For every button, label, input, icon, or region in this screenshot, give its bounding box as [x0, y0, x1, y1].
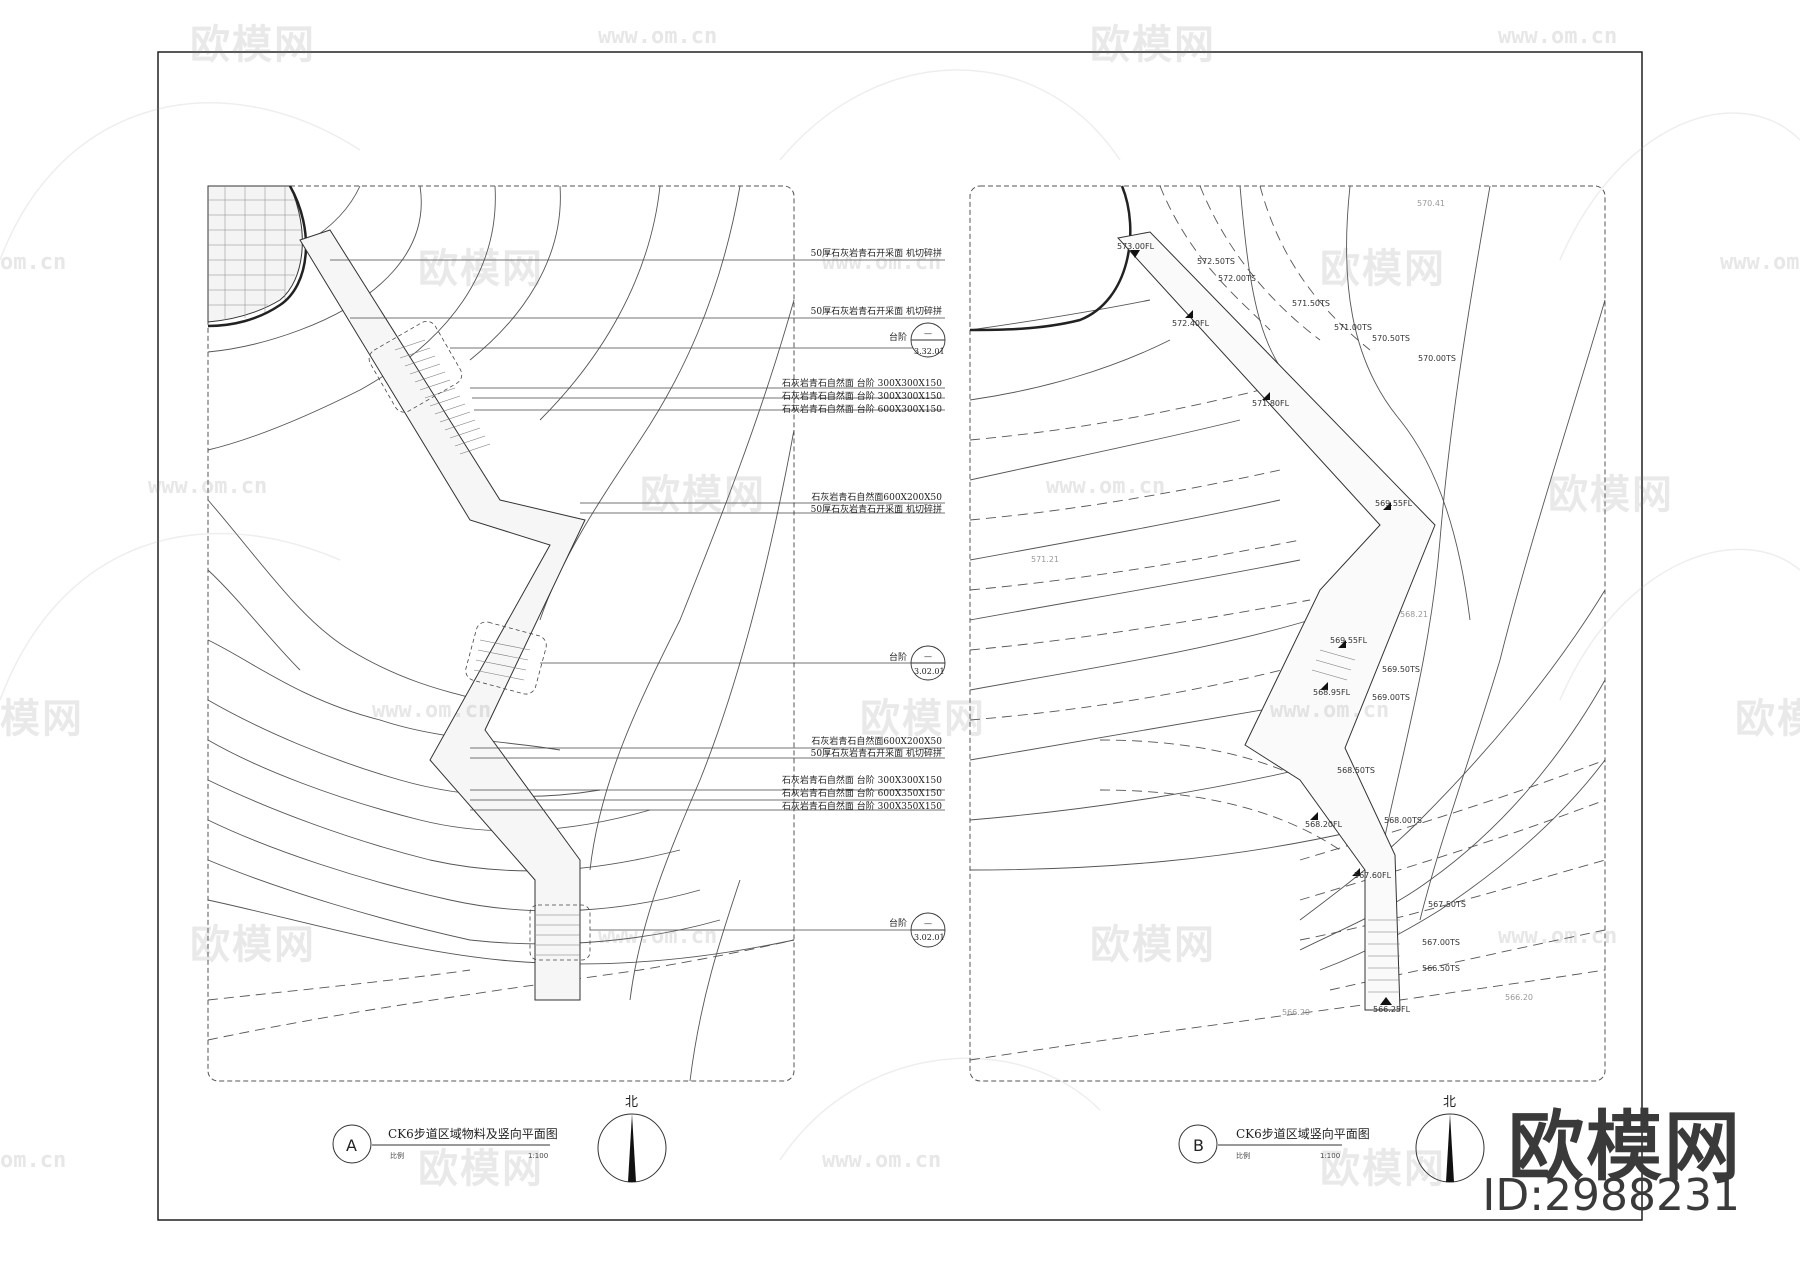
panel-a-boundary: [207, 185, 795, 1082]
panel-b-dashed-contours: [969, 185, 1606, 1061]
title-block-a: A CK6步道区域物料及竖向平面图 比例 1:100 北: [332, 1095, 667, 1183]
scale-value-a: 1:100: [528, 1152, 548, 1160]
elevation-label: 570.50TS: [1372, 334, 1410, 343]
elevation-label: 568.50TS: [1337, 766, 1375, 775]
path-strip: [299, 229, 586, 1001]
material-note: 石灰岩青石自然面600X200X50: [811, 735, 942, 747]
title-label-b: B: [1193, 1136, 1204, 1155]
title-text-b: CK6步道区域竖向平面图: [1236, 1126, 1370, 1141]
scale-label-a: 比例: [390, 1151, 404, 1160]
elevation-label: 567.00TS: [1422, 938, 1460, 947]
elevation-label: 571.50TS: [1292, 299, 1330, 308]
north-label-b: 北: [1443, 1095, 1456, 1110]
elevation-label: 566.50TS: [1422, 964, 1460, 973]
material-note: 50厚石灰岩青石开采面 机切碎拼: [811, 503, 942, 515]
elevation-label: 570.41: [1417, 199, 1445, 208]
step-mark: —: [924, 329, 932, 338]
panel-b-plaza-edge: [969, 185, 1132, 332]
elevation-label: 566.20: [1282, 1008, 1310, 1017]
elevation-label: 571.00TS: [1334, 323, 1372, 332]
north-arrow-a-needle: [628, 1114, 636, 1182]
title-block-b: B CK6步道区域竖向平面图 比例 1:100 北: [1178, 1095, 1485, 1183]
elevation-label: 568.00TS: [1384, 816, 1422, 825]
title-circle-b: [1178, 1124, 1218, 1164]
material-note: 石灰岩青石自然面 台阶 300X300X150: [782, 390, 942, 402]
sheet-frame: [157, 51, 1643, 1221]
elevation-label: 567.60FL: [1354, 871, 1392, 880]
material-note: 50厚石灰岩青石开采面 机切碎拼: [811, 747, 942, 759]
elevation-label: 572.40FL: [1172, 319, 1210, 328]
elevation-label: 569.55FL: [1375, 499, 1413, 508]
scale-label-b: 比例: [1236, 1151, 1250, 1160]
title-text-a: CK6步道区域物料及竖向平面图: [388, 1126, 558, 1141]
panel-b-steps: [1311, 649, 1400, 993]
watermark-arcs: [0, 69, 1800, 1161]
material-note: 50厚石灰岩青石开采面 机切碎拼: [811, 305, 942, 317]
step-label: 台阶: [889, 331, 907, 343]
step-labels: 台阶 3.32.01 — 台阶 3.02.01 — 台阶 3.02.01 —: [889, 329, 945, 942]
elevation-label: 569.50TS: [1382, 665, 1420, 674]
panel-a-contours: [207, 185, 795, 1082]
material-note: 50厚石灰岩青石开采面 机切碎拼: [811, 247, 942, 259]
elevation-label: 569.55FL: [1330, 636, 1368, 645]
elevation-label: 572.50TS: [1197, 257, 1235, 266]
elevation-label: 572.00TS: [1218, 274, 1256, 283]
elevation-label: 569.00TS: [1372, 693, 1410, 702]
material-note: 石灰岩青石自然面 台阶 600X350X150: [782, 787, 942, 799]
elevation-label: 567.50TS: [1428, 900, 1466, 909]
material-note: 石灰岩青石自然面 台阶 300X300X150: [782, 377, 942, 389]
panel-b-contours: [969, 185, 1606, 971]
step-code: 3.02.01: [914, 667, 945, 676]
title-label-a: A: [346, 1136, 357, 1155]
north-arrow-b-needle: [1446, 1114, 1454, 1182]
panel-b-boundary: [969, 185, 1606, 1082]
material-note: 石灰岩青石自然面 台阶 300X350X150: [782, 800, 942, 812]
elevation-label: 568.21: [1400, 610, 1428, 619]
step-code: 3.02.01: [914, 933, 945, 942]
step-code: 3.32.01: [914, 347, 945, 356]
material-note: 石灰岩青石自然面 台阶 300X300X150: [782, 774, 942, 786]
step-clouds: [368, 320, 591, 961]
elevation-label: 571.80FL: [1252, 399, 1290, 408]
step-mark: —: [924, 919, 932, 928]
title-circle-a: [332, 1124, 372, 1164]
elevation-label: 573.00FL: [1117, 242, 1155, 251]
elevation-label: 568.95FL: [1313, 688, 1351, 697]
material-note: 石灰岩青石自然面600X200X50: [811, 491, 942, 503]
material-notes: 50厚石灰岩青石开采面 机切碎拼 50厚石灰岩青石开采面 机切碎拼 石灰岩青石自…: [782, 247, 942, 812]
elevation-labels: 573.00FL 572.50TS 572.00TS 572.40FL 571.…: [1031, 199, 1533, 1017]
leader-lines: [330, 259, 945, 931]
scale-value-b: 1:100: [1320, 1152, 1340, 1160]
step-label: 台阶: [889, 651, 907, 663]
elevation-markers: [1130, 250, 1392, 1005]
elevation-label: 571.21: [1031, 555, 1059, 564]
panel-a: 50厚石灰岩青石开采面 机切碎拼 50厚石灰岩青石开采面 机切碎拼 石灰岩青石自…: [207, 185, 946, 1082]
elevation-label: 568.20FL: [1305, 820, 1343, 829]
elevation-label: 566.25FL: [1373, 1005, 1411, 1014]
north-label-a: 北: [625, 1095, 638, 1110]
elevation-label: 566.20: [1505, 993, 1533, 1002]
panel-b: 573.00FL 572.50TS 572.00TS 572.40FL 571.…: [969, 185, 1606, 1082]
panel-b-path: [1117, 231, 1436, 1011]
step-label: 台阶: [889, 917, 907, 929]
step-symbols: [910, 322, 946, 948]
step-mark: —: [924, 652, 932, 661]
elevation-label: 570.00TS: [1418, 354, 1456, 363]
material-note: 石灰岩青石自然面 台阶 600X300X150: [782, 403, 942, 415]
plaza-paving: [207, 185, 308, 328]
